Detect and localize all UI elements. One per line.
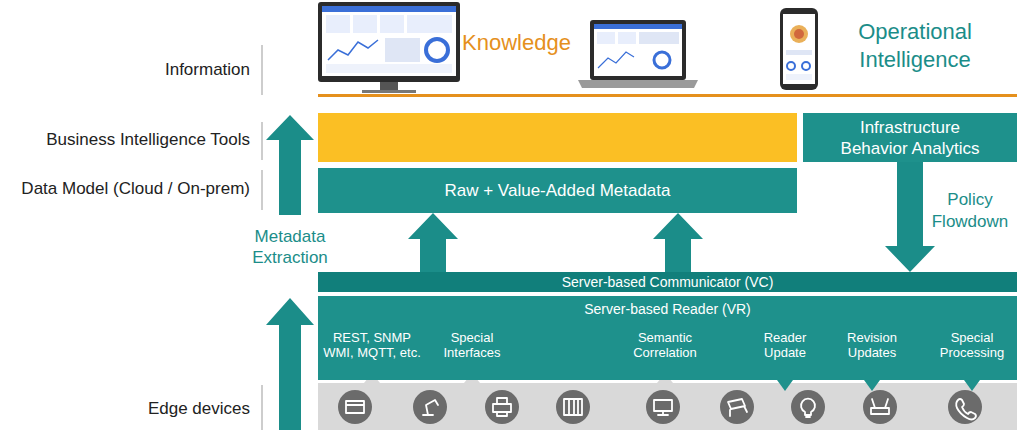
communicator-band: Server-based Communicator (VC) xyxy=(318,272,1017,292)
flow-arrow xyxy=(653,213,703,272)
device-icon xyxy=(556,390,590,424)
layer-label: Data Model (Cloud / On-prem) xyxy=(21,179,250,199)
device-glyph xyxy=(956,399,976,420)
flow-arrow xyxy=(885,162,935,272)
intelligence-label: Operational Intelligence xyxy=(845,18,985,74)
device-icon xyxy=(646,390,680,424)
edge-label: Policy Flowdown xyxy=(928,189,1012,233)
function-label: Special Interfaces xyxy=(432,330,512,360)
device-glyph xyxy=(564,399,582,415)
device-icon xyxy=(413,390,447,424)
function-label: Revision Updates xyxy=(832,330,912,360)
function-label: Semantic Correlation xyxy=(615,330,715,360)
box-title: Infrastructure Behavior Analytics xyxy=(830,117,990,159)
analytics-box: Infrastructure Behavior Analytics xyxy=(803,113,1017,162)
device-glyph xyxy=(493,398,511,416)
flow-arrow xyxy=(408,213,458,272)
device-icon xyxy=(948,390,982,424)
layer-label: Edge devices xyxy=(148,399,250,419)
device-glyph xyxy=(871,399,889,414)
device-glyph xyxy=(346,401,364,413)
device-icon xyxy=(863,390,897,424)
layer-label: Information xyxy=(165,60,250,80)
device-icon xyxy=(720,390,754,424)
device-icon xyxy=(338,390,372,424)
function-label: REST, SNMP WMI, MQTT, etc. xyxy=(318,330,426,360)
device-glyph xyxy=(654,400,672,415)
device-icon xyxy=(791,390,825,424)
reader-band: Server-based Reader (VR) REST, SNMP WMI, … xyxy=(318,296,1017,380)
device-icon xyxy=(485,390,519,424)
box-title: Server-based Communicator (VC) xyxy=(562,274,774,291)
layer-label: Business Intelligence Tools xyxy=(46,130,250,150)
metadata-box: Raw + Value-Added Metadata xyxy=(318,168,797,213)
device-glyph xyxy=(728,399,747,416)
knowledge-label: Knowledge xyxy=(462,30,571,56)
device-glyph xyxy=(423,400,438,415)
box-title: Raw + Value-Added Metadata xyxy=(444,180,670,201)
function-label: Reader Update xyxy=(750,330,820,360)
extraction-label: Metadata Extraction xyxy=(245,226,335,268)
box-title: Server-based Reader (VR) xyxy=(584,301,751,318)
function-label: Special Processing xyxy=(932,330,1012,360)
device-glyph xyxy=(801,399,815,417)
